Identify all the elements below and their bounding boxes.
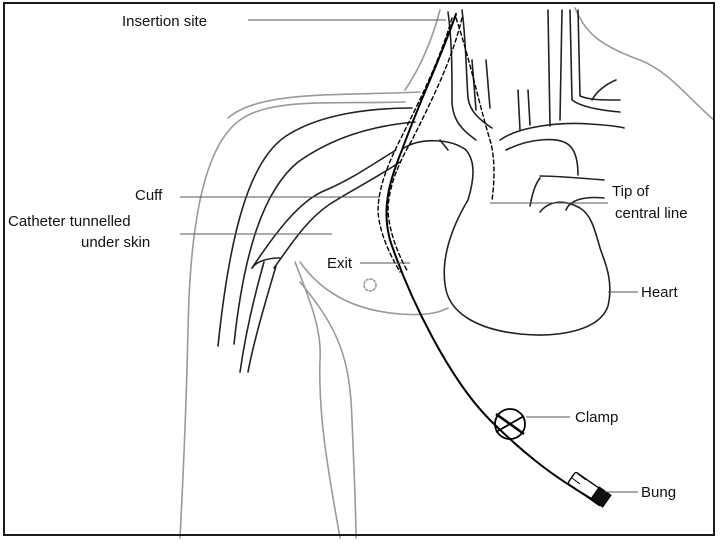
labels: Insertion site Cuff Catheter tunnelled u… xyxy=(8,13,688,501)
label-cuff: Cuff xyxy=(135,187,163,204)
label-heart: Heart xyxy=(641,284,679,301)
bung-thread xyxy=(571,473,587,485)
artery-branch-right xyxy=(591,79,617,101)
vessels xyxy=(217,9,625,373)
subclavian-vein-upper xyxy=(217,107,413,347)
nipple xyxy=(363,278,377,292)
subclavian-vein-lower xyxy=(233,121,416,345)
superior-vena-cava xyxy=(539,175,605,181)
bung-cap xyxy=(590,486,612,508)
artery-1 xyxy=(471,59,477,111)
chest-contour xyxy=(299,261,449,316)
basilic-vein-2 xyxy=(239,261,265,373)
artery-3b xyxy=(527,89,531,126)
leader-lines xyxy=(180,19,638,493)
label-tunnel-line1: Catheter tunnelled xyxy=(8,213,131,230)
shoulder-contour xyxy=(179,101,406,539)
label-tunnel-line2: under skin xyxy=(81,234,150,251)
artery-4a xyxy=(547,9,551,127)
clamp-jaw-bottom xyxy=(495,415,525,433)
label-tip-line1: Tip of xyxy=(612,183,650,200)
neck-left-contour xyxy=(404,9,441,91)
cephalic-vein-upper xyxy=(251,149,397,269)
aortic-arch xyxy=(499,122,625,141)
artery-5b xyxy=(577,9,621,101)
artery-3a xyxy=(517,89,521,131)
artery-5a xyxy=(569,9,621,113)
catheter-line xyxy=(385,13,591,499)
artery-4b xyxy=(559,9,563,121)
catheter-tunnel-left xyxy=(377,17,453,273)
artery-2 xyxy=(485,59,491,109)
arm-inner-contour xyxy=(294,261,341,539)
body-outline xyxy=(179,7,715,539)
aortic-arch-inner xyxy=(505,138,579,176)
heart-right-wall xyxy=(565,196,605,211)
label-bung: Bung xyxy=(641,484,676,501)
label-exit: Exit xyxy=(327,255,353,272)
arm-outer-contour xyxy=(299,281,357,539)
shoulder-upper-contour xyxy=(227,91,421,119)
heart xyxy=(403,139,611,336)
vena-cava-curve xyxy=(529,177,541,207)
vein-fork xyxy=(251,257,281,269)
basilic-vein xyxy=(247,265,277,373)
label-tip-line2: central line xyxy=(615,205,688,222)
catheter-vessel-segment xyxy=(455,17,495,201)
catheter xyxy=(377,13,591,499)
cephalic-vein-lower xyxy=(273,161,401,269)
label-insertion-site: Insertion site xyxy=(122,13,207,30)
jugular-vein-left-wall xyxy=(447,11,477,141)
clamp-icon xyxy=(494,408,526,440)
jugular-vein-right-wall xyxy=(461,9,493,129)
heart-outline xyxy=(403,139,611,336)
neck-right-contour xyxy=(574,7,715,121)
label-clamp: Clamp xyxy=(575,409,618,426)
clamp-ring xyxy=(494,408,526,440)
catheter-tunnel-right xyxy=(387,17,463,273)
